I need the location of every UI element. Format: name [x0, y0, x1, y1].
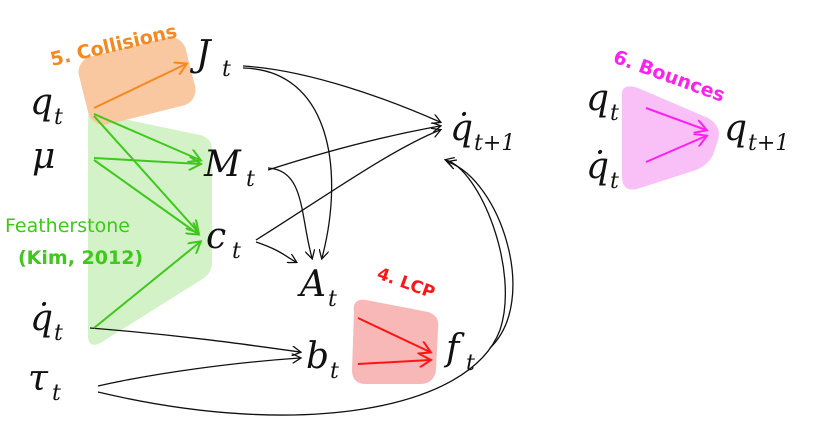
edge-J-to-A	[242, 67, 333, 258]
node-bounce-q-next: q t+1	[724, 108, 789, 156]
node-J-base: J	[189, 34, 213, 75]
edge-f-to-qdotnext	[448, 162, 514, 349]
node-M-sub: t	[246, 167, 255, 192]
node-qdot: q̇ t	[30, 298, 63, 346]
edge-q-to-M	[93, 113, 200, 160]
node-M-base: M	[203, 144, 242, 185]
node-bounce-q-base: q	[586, 78, 609, 119]
edge-mu-to-M	[93, 158, 200, 164]
node-b-sub: t	[330, 359, 339, 384]
node-bounce-qdot-base: q̇	[586, 146, 609, 187]
node-A-base: A	[297, 264, 326, 305]
edge-q-to-J	[93, 64, 186, 109]
node-J: J t	[189, 34, 231, 82]
node-bounce-q-next-sub: t+1	[748, 131, 789, 156]
node-tau-base: τ	[28, 358, 49, 399]
edge-mu-to-c	[93, 159, 198, 234]
node-A: A t	[297, 264, 337, 312]
node-qdot-next: q̇ t+1	[450, 108, 515, 156]
edge-q-to-c	[93, 115, 198, 232]
node-qdot-next-sub: t+1	[474, 131, 515, 156]
edge-tau-to-b	[97, 358, 300, 387]
node-M: M t	[203, 144, 255, 192]
bounces-region	[621, 86, 719, 190]
node-f: f t	[443, 328, 475, 376]
collisions-region	[78, 37, 196, 125]
node-mu: μ	[32, 136, 55, 177]
node-bounce-qdot-sub: t	[610, 169, 619, 194]
node-qdot-sub: t	[54, 321, 63, 346]
edge-M-to-qdotnext	[267, 126, 440, 171]
edge-M-to-A	[267, 167, 312, 258]
node-f-base: f	[443, 328, 465, 369]
edge-tau-to-qdotnext	[97, 160, 506, 416]
lcp-label: 4. LCP	[374, 264, 437, 303]
node-qdot-next-base: q̇	[450, 108, 473, 149]
node-f-sub: t	[466, 351, 475, 376]
node-c: c t	[206, 216, 241, 264]
edge-qdot-to-c	[93, 242, 200, 329]
node-b: b t	[306, 336, 339, 384]
node-c-sub: t	[232, 239, 241, 264]
node-q-base: q	[30, 82, 53, 123]
node-J-sub: t	[222, 57, 231, 82]
node-b-base: b	[306, 336, 329, 377]
featherstone-label: Featherstone	[5, 215, 130, 237]
node-q-sub: t	[54, 105, 63, 130]
featherstone-citation: (Kim, 2012)	[18, 247, 143, 269]
black-edges	[89, 65, 514, 416]
node-tau-sub: t	[52, 381, 61, 406]
node-bounce-qdot: q̇ t	[586, 146, 619, 194]
edge-qdot-to-b	[89, 327, 300, 352]
featherstone-region	[88, 111, 212, 345]
edge-c-to-qdotnext	[255, 130, 440, 241]
node-mu-base: μ	[32, 136, 55, 177]
red-edges	[357, 317, 430, 364]
edge-bounce-q-to-qnext	[645, 107, 706, 130]
green-edges	[93, 113, 200, 329]
edge-J-to-qdotnext	[242, 65, 440, 122]
node-bounce-q-sub: t	[610, 101, 619, 126]
edge-A-to-f	[357, 317, 430, 352]
edge-bounce-qdot-to-qnext	[645, 136, 706, 163]
lcp-region	[352, 299, 439, 384]
node-qdot-base: q̇	[30, 298, 53, 339]
magenta-edges	[645, 107, 706, 163]
node-tau: τ t	[28, 358, 61, 406]
node-bounce-q: q t	[586, 78, 619, 126]
node-A-sub: t	[328, 287, 337, 312]
edge-c-to-A	[255, 241, 296, 262]
node-bounce-q-next-base: q	[724, 108, 747, 149]
edge-b-to-f	[357, 360, 430, 364]
node-c-base: c	[206, 216, 226, 257]
node-q: q t	[30, 82, 63, 130]
